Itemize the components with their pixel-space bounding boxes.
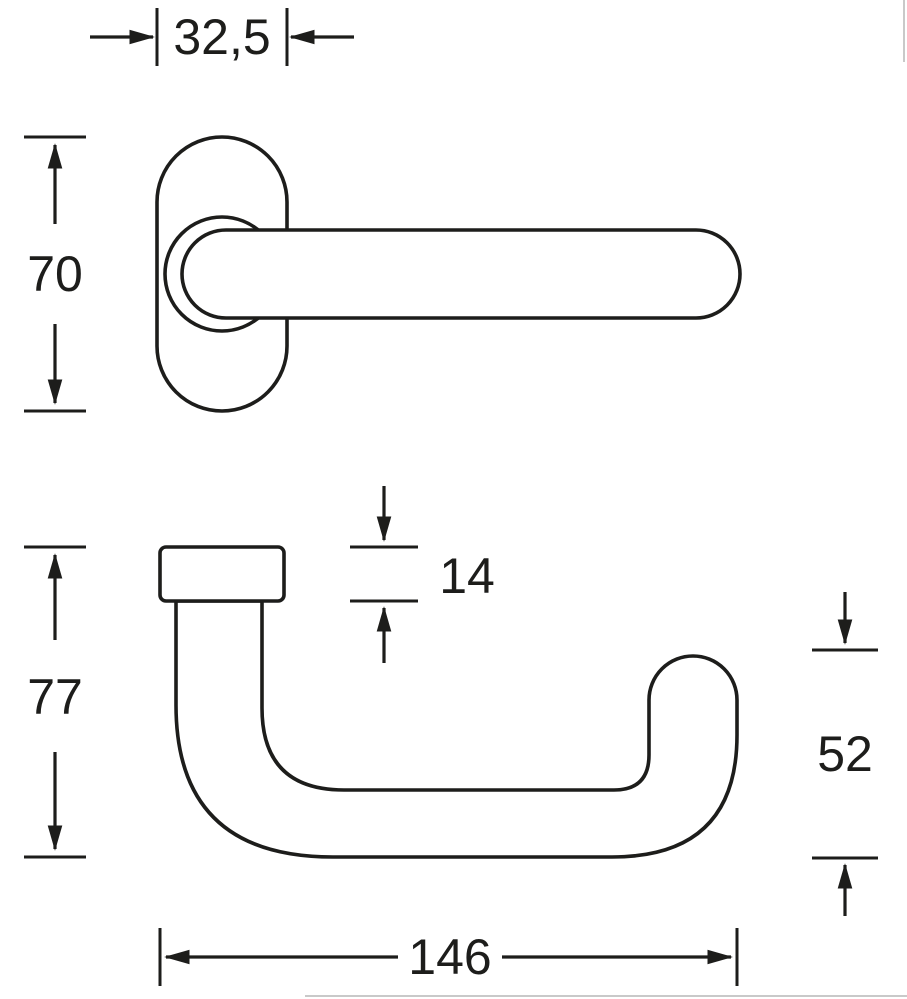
dim-overall-height: 77 <box>24 545 86 859</box>
dim-label-rose-width: 32,5 <box>173 9 270 65</box>
dim-rose-thickness: 14 <box>350 486 495 663</box>
dim-label-overall-length: 146 <box>408 929 491 985</box>
lever-grip-profile <box>174 599 739 859</box>
rose-side-cap <box>158 545 286 603</box>
dim-return-gap: 52 <box>812 592 878 916</box>
dim-label-rose-height: 70 <box>27 246 83 302</box>
dim-label-overall-height: 77 <box>27 669 83 725</box>
dim-label-return-gap: 52 <box>817 726 873 782</box>
dim-rose-width: 32,5 <box>90 8 354 66</box>
dim-overall-length: 146 <box>158 928 739 986</box>
side-view <box>158 545 739 859</box>
dim-label-rose-thickness: 14 <box>439 548 495 604</box>
dim-rose-height: 70 <box>24 135 86 413</box>
scan-artifacts <box>305 0 907 997</box>
front-view <box>155 135 742 413</box>
lever-grip-front <box>180 228 742 320</box>
